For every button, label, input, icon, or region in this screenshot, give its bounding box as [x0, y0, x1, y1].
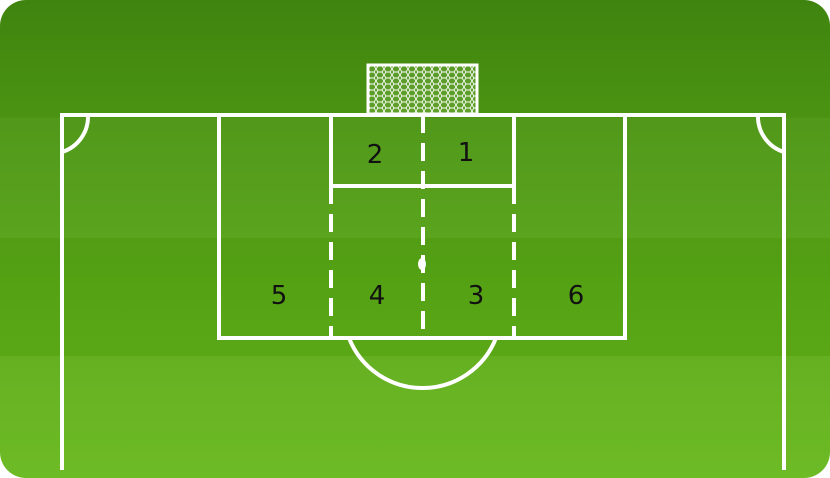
grass-stripe	[0, 118, 830, 238]
zone-label-1: 1	[458, 138, 475, 168]
penalty-spot	[418, 258, 426, 270]
zone-label-4: 4	[369, 281, 386, 311]
zone-label-6: 6	[568, 281, 585, 311]
zone-label-2: 2	[367, 140, 384, 170]
zone-label-5: 5	[271, 281, 288, 311]
zone-label-3: 3	[468, 281, 485, 311]
grass-stripe	[0, 356, 830, 478]
goal-net-icon	[368, 65, 477, 114]
